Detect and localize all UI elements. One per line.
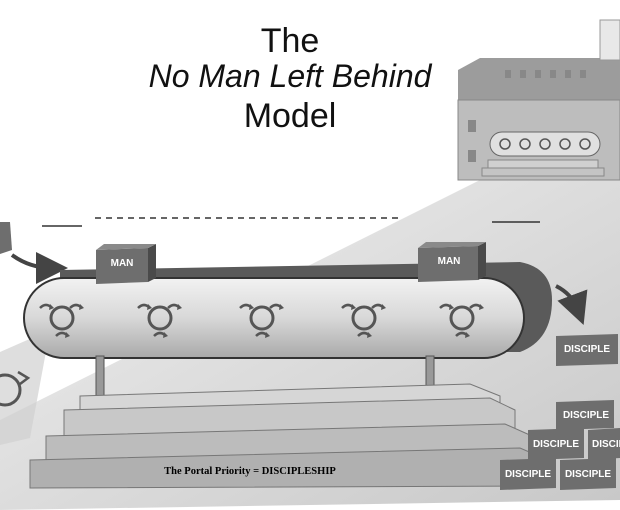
- disciple-label: DISCIPLE: [504, 469, 552, 480]
- man-label-right: MAN: [437, 256, 461, 267]
- disciple-label: DISCIPLE: [564, 469, 612, 480]
- man-box-right: [418, 242, 486, 282]
- disciple-label: DISCIPLE: [532, 439, 580, 450]
- recycle-icon: [439, 303, 484, 338]
- belt-leg-left: [95, 355, 105, 397]
- recycle-icon-row: [39, 303, 484, 338]
- incoming-box: [0, 222, 12, 254]
- recycle-icon: [239, 303, 284, 338]
- recycle-icon: [341, 303, 386, 338]
- man-label-left: MAN: [110, 258, 134, 269]
- disciple-label: DISCIPLE: [562, 410, 610, 421]
- building: [457, 19, 620, 181]
- disciple-label: DISCIPLE: [592, 439, 620, 450]
- title-line-1: The: [260, 22, 320, 60]
- exit-arrow: [555, 284, 588, 325]
- incoming-arrow: [10, 251, 68, 284]
- platform-caption: The Portal Priority = DISCIPLESHIP: [164, 466, 336, 477]
- disciple-box-stack: [500, 334, 620, 490]
- platform-steps: [29, 383, 549, 489]
- recycle-icon: [137, 303, 182, 338]
- disciple-label: DISCIPLE: [563, 344, 611, 355]
- title-line-2: No Man Left Behind: [148, 58, 432, 94]
- title-line-3: Model: [243, 97, 337, 135]
- man-box-left: [96, 244, 156, 284]
- left-recycle-partial: [0, 330, 50, 445]
- recycle-icon: [39, 303, 84, 338]
